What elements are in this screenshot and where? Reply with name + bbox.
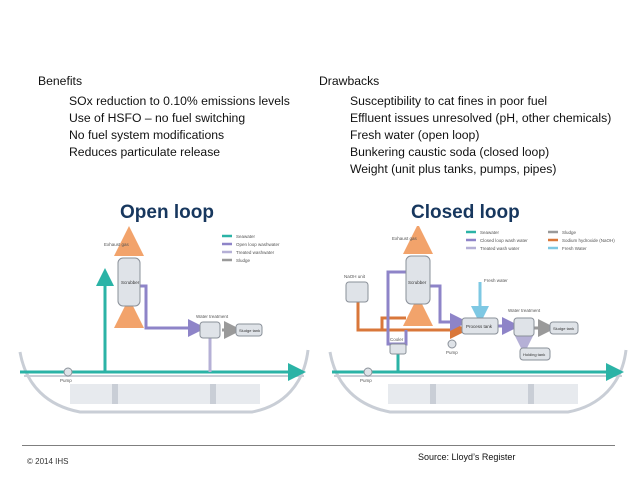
copyright-text: © 2014 IHS: [27, 457, 69, 466]
list-item: No fuel system modifications: [69, 128, 225, 142]
process-tank: [461, 317, 499, 335]
legend-label: Treated washwater: [236, 250, 275, 255]
legend-label: Fresh Water: [562, 246, 587, 251]
list-item: Effluent issues unresolved (pH, other ch…: [350, 111, 612, 125]
list-item: SOx reduction to 0.10% emissions levels: [69, 94, 290, 108]
legend-label: Closed loop wash water: [480, 238, 528, 243]
pump-label: Pump: [60, 378, 72, 383]
process-tank-label: Process tank: [466, 324, 493, 329]
scrubber-unit: [405, 255, 431, 305]
sludge-tank: [549, 321, 579, 335]
holding-tank-label: Holding tank: [523, 352, 545, 357]
naoh-unit: [345, 281, 369, 303]
washwater-loop: [386, 270, 408, 346]
drawbacks-list: Susceptibility to cat fines in poor fuel…: [319, 93, 629, 178]
legend-label: Sludge: [562, 230, 577, 235]
legend-label: Sludge: [236, 258, 251, 263]
fresh-water-label: Fresh water: [484, 278, 508, 283]
sludge-tank: [235, 323, 263, 337]
open-loop-legend: Seawater Open loop washwater Treated was…: [222, 234, 280, 263]
washwater-line: [140, 284, 206, 337]
keel-band: [70, 384, 260, 404]
list-item: Fresh water (open loop): [350, 128, 480, 142]
naoh-unit-label: NaOH unit: [344, 274, 366, 279]
exhaust-label: Exhaust gas: [392, 236, 418, 241]
pump: [63, 367, 73, 377]
legend-label: Seawater: [236, 234, 256, 239]
scrubber-label: Scrubber: [408, 280, 427, 285]
scrubber-unit: [117, 257, 141, 307]
legend-label: Seawater: [480, 230, 500, 235]
benefits-column: Benefits SOx reduction to 0.10% emission…: [38, 73, 300, 161]
open-loop-diagram: Exhaust gas Scrubber Water treatment Slu…: [18, 226, 310, 414]
naoh-to-process: [380, 316, 406, 330]
bulkhead: [430, 384, 436, 404]
list-item: Weight (unit plus tanks, pumps, pipes): [350, 162, 557, 176]
pump: [363, 367, 373, 377]
bulkhead: [528, 384, 534, 404]
list-item: Reduces particulate release: [69, 145, 221, 159]
holding-tank: [519, 347, 551, 361]
scrubber-label: Scrubber: [121, 280, 140, 285]
scrubber-diagrams: Exhaust gas Scrubber Water treatment Slu…: [18, 226, 628, 414]
footer-divider: [22, 445, 615, 446]
cooler: [389, 343, 407, 355]
pump-label: Pump: [360, 378, 372, 383]
drawbacks-heading: Drawbacks: [319, 74, 380, 88]
pump-label: Pump: [446, 350, 458, 355]
list-item: Bunkering caustic soda (closed loop): [350, 145, 550, 159]
water-treatment-unit: [513, 317, 535, 337]
washwater-to-process: [430, 284, 468, 331]
keel-band: [388, 384, 578, 404]
closed-loop-legend: Seawater Closed loop wash water Treated …: [466, 230, 615, 251]
legend-label: Open loop washwater: [236, 242, 280, 247]
benefits-list: SOx reduction to 0.10% emissions levels …: [38, 93, 300, 161]
pump: [447, 339, 457, 349]
sludge-tank-label: Sludge tank: [553, 326, 574, 331]
bulkhead: [112, 384, 118, 404]
naoh-line: [356, 302, 468, 339]
closed-loop-diagram: Exhaust gas Scrubber NaOH unit Fresh wat…: [328, 226, 628, 414]
open-loop-title: Open loop: [120, 202, 214, 223]
drawbacks-column: Drawbacks Susceptibility to cat fines in…: [319, 73, 629, 178]
water-treatment-unit: [199, 321, 221, 339]
legend-label: Sodium hydroxide (NaOH): [562, 238, 615, 243]
water-treatment-label: Water treatment: [508, 308, 541, 313]
water-treatment-label: Water treatment: [196, 314, 229, 319]
list-item: Susceptibility to cat fines in poor fuel: [350, 94, 548, 108]
benefits-heading: Benefits: [38, 74, 83, 88]
sludge-tank-label: Sludge tank: [239, 328, 260, 333]
closed-loop-title: Closed loop: [411, 202, 520, 223]
bulkhead: [210, 384, 216, 404]
list-item: Use of HSFO – no fuel switching: [69, 111, 246, 125]
source-text: Source: Lloyd’s Register: [418, 452, 516, 462]
legend-label: Treated wash water: [480, 246, 520, 251]
exhaust-label: Exhaust gas: [104, 242, 130, 247]
cooler-label: Cooler: [390, 337, 404, 342]
